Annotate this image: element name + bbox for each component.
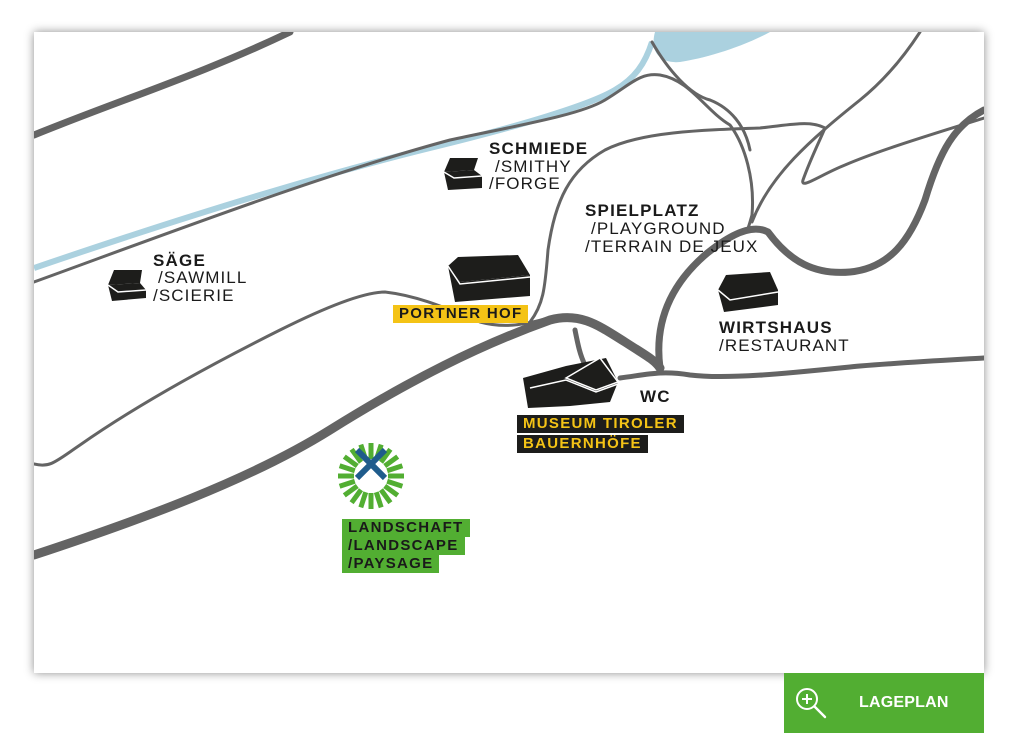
building-portner-hof: [447, 255, 531, 302]
site-map[interactable]: SCHMIEDE /SMITHY /FORGE SÄGE /SAWMILL /S…: [34, 32, 984, 673]
building-sawmill: [107, 270, 147, 301]
smithy-title: SCHMIEDE: [489, 139, 589, 158]
road-east: [617, 355, 984, 381]
building-museum: [523, 357, 620, 408]
building-restaurant: [717, 272, 779, 312]
playground-en: /PLAYGROUND: [591, 219, 726, 238]
road-ne-2: [528, 116, 984, 324]
sunburst-ray: [349, 447, 364, 464]
sunburst-ray: [386, 478, 404, 489]
landscape-tag-line2[interactable]: /LANDSCAPE: [342, 537, 465, 555]
sunburst-ray: [349, 488, 364, 505]
sunburst-ray: [386, 463, 404, 474]
playground-fr: /TERRAIN DE JEUX: [585, 237, 759, 256]
wc-label: WC: [640, 387, 671, 406]
sawmill-fr: /SCIERIE: [153, 286, 235, 305]
lageplan-button[interactable]: LAGEPLAN: [784, 673, 984, 733]
sunburst-ray: [342, 454, 359, 469]
playground-title: SPIELPLATZ: [585, 201, 700, 220]
lageplan-label: LAGEPLAN: [859, 694, 949, 711]
sunburst-ray: [373, 491, 384, 509]
sunburst-ray: [358, 491, 369, 509]
road-north-loop: [655, 106, 984, 372]
sunburst-ray: [378, 447, 393, 464]
zoom-in-icon: [796, 688, 827, 719]
sunburst-ray: [383, 483, 400, 498]
landscape-tag-line1[interactable]: LANDSCHAFT: [342, 519, 470, 537]
landscape-tag-line3[interactable]: /PAYSAGE: [342, 555, 440, 573]
road-ne-1: [750, 32, 922, 224]
restaurant-title: WIRTSHAUS: [719, 318, 833, 337]
museum-tag-line2[interactable]: BAUERNHÖFE: [517, 435, 648, 453]
road-northwest: [34, 32, 294, 139]
lake: [653, 32, 770, 63]
museum-tag-line1[interactable]: MUSEUM TIROLER: [517, 415, 684, 433]
sunburst-ray: [342, 483, 359, 498]
road-upper: [34, 73, 755, 284]
smithy-fr: /FORGE: [489, 174, 561, 193]
sawmill-en: /SAWMILL: [158, 268, 248, 287]
sunburst-ray: [383, 454, 400, 469]
sunburst-ray: [378, 488, 393, 505]
sunburst-ray: [338, 463, 356, 474]
sawmill-title: SÄGE: [153, 251, 206, 270]
road-museum-spur: [572, 327, 588, 368]
smithy-en: /SMITHY: [495, 157, 572, 176]
sunburst-ray: [338, 478, 356, 489]
river: [34, 41, 655, 271]
marker-x-stroke: [354, 447, 388, 481]
building-smithy: [443, 158, 483, 190]
portner-hof-tag[interactable]: PORTNER HOF: [393, 305, 529, 323]
restaurant-en: /RESTAURANT: [719, 336, 850, 355]
road-main: [34, 313, 665, 560]
landscape-marker: [338, 443, 404, 509]
road-pool: [650, 40, 752, 152]
